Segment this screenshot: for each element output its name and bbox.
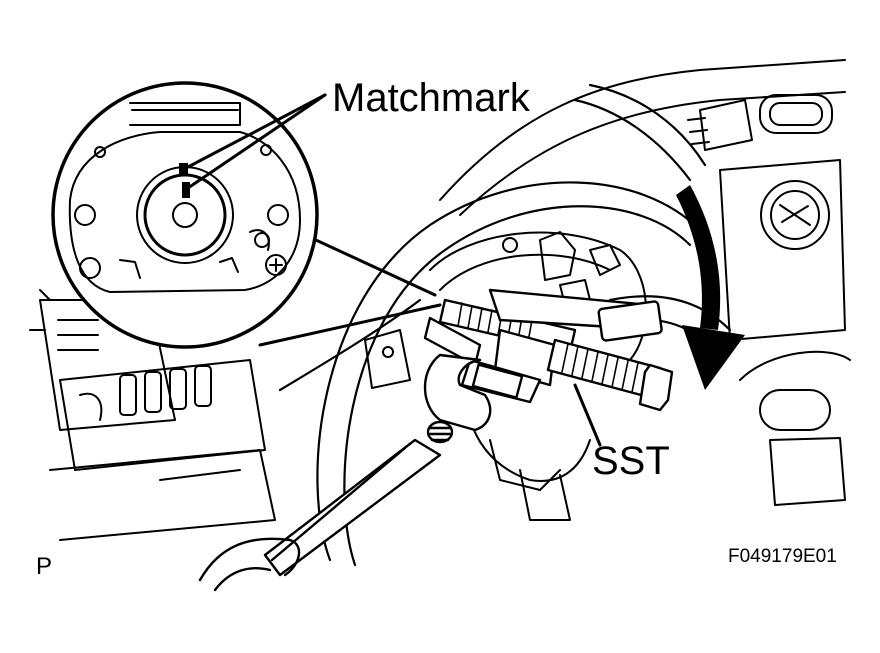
detail-magnifier (51, 81, 442, 349)
sst-puller (423, 288, 674, 412)
dashboard-linework (29, 59, 851, 541)
sst-label: SST (592, 439, 670, 483)
matchmark-label: Matchmark (332, 76, 531, 120)
steering-wheel (278, 83, 732, 567)
sst-leader (573, 383, 602, 447)
matchmark-leaders (184, 93, 327, 190)
view-code-label: P (36, 553, 52, 580)
figure-id-label: F049179E01 (728, 546, 837, 567)
curved-arrow-down-icon (676, 185, 745, 390)
wrench-icon (198, 353, 492, 592)
